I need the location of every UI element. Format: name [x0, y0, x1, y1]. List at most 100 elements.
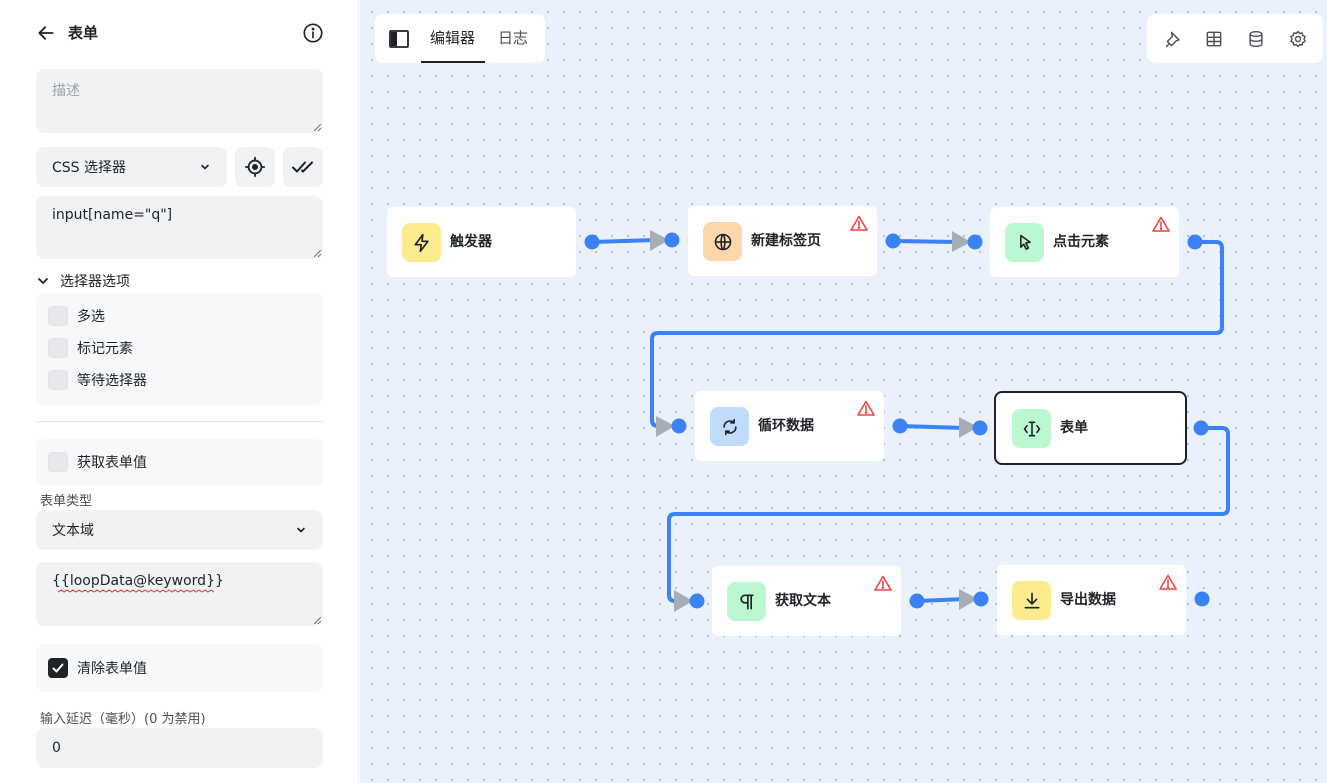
divider	[36, 421, 323, 422]
get-form-value-label: 获取表单值	[77, 455, 147, 471]
edge-gettext-export	[915, 597, 968, 603]
node-export-data[interactable]: 导出数据	[997, 565, 1186, 635]
selector-options-panel: 多选 标记元素 等待选择器	[36, 293, 323, 405]
edge-arrow	[674, 590, 693, 612]
node-icon-bg	[1005, 223, 1044, 262]
option-mark-element[interactable]: 标记元素	[48, 337, 133, 359]
option-label: 标记元素	[77, 341, 133, 357]
edge-arrow	[959, 417, 978, 438]
cursor-icon	[1019, 234, 1031, 250]
text-cursor-icon	[1023, 421, 1040, 436]
handle-out	[909, 593, 925, 609]
editor-tabs: 编辑器 日志	[375, 14, 545, 63]
tab-log[interactable]: 日志	[498, 29, 529, 47]
chevron-down-icon	[201, 164, 209, 170]
node-label: 触发器	[450, 234, 492, 250]
node-icon-bg	[727, 582, 766, 621]
handle-out	[892, 418, 908, 434]
handle-out	[1194, 591, 1210, 607]
warning-icon	[1152, 216, 1170, 232]
node-new-tab[interactable]: 新建标签页	[688, 206, 877, 276]
tab-editor[interactable]: 编辑器	[430, 29, 476, 47]
checkbox[interactable]	[48, 306, 68, 326]
option-wait-selector[interactable]: 等待选择器	[48, 369, 147, 391]
pin-icon[interactable]	[1164, 29, 1184, 49]
node-form[interactable]: 表单	[994, 391, 1187, 465]
crosshair-icon	[244, 156, 266, 178]
clear-form-value-checkbox[interactable]: 清除表单值	[48, 657, 147, 679]
node-label: 新建标签页	[751, 233, 821, 249]
edge-arrow	[952, 231, 971, 252]
chevron-down-icon	[297, 527, 305, 533]
form-type-label: 表单类型	[40, 494, 93, 509]
refresh-icon	[722, 418, 737, 435]
handle-in	[689, 593, 705, 609]
edge-trigger-newtab	[590, 238, 658, 244]
arrow-left-icon[interactable]	[36, 23, 56, 43]
form-type-select[interactable]: 文本域	[36, 510, 323, 550]
workflow-canvas[interactable]: 编辑器 日志	[360, 0, 1327, 783]
handle-in	[967, 234, 983, 250]
check-icon	[52, 663, 64, 673]
handle-out	[584, 234, 600, 250]
settings-icon[interactable]	[1288, 29, 1308, 49]
warning-icon	[857, 400, 875, 416]
warning-icon	[1159, 574, 1177, 590]
node-icon-bg	[703, 222, 742, 261]
option-label: 等待选择器	[77, 373, 147, 389]
handle-out	[885, 233, 901, 249]
node-icon-bg	[402, 223, 441, 262]
edge-arrow	[959, 589, 978, 610]
active-tab-indicator	[421, 61, 485, 63]
node-label: 表单	[1060, 420, 1088, 436]
node-label: 导出数据	[1060, 592, 1116, 608]
input-delay-field[interactable]	[36, 728, 323, 768]
input-delay-label: 输入延迟（毫秒）(0 为禁用)	[40, 712, 206, 727]
warning-icon	[874, 575, 892, 591]
sidebar-toggle-icon[interactable]	[388, 28, 410, 50]
selector-type-value: CSS 选择器	[52, 160, 126, 176]
checkbox-checked[interactable]	[48, 658, 68, 678]
edge-arrow	[650, 230, 669, 251]
checkbox[interactable]	[48, 452, 68, 472]
description-input[interactable]	[36, 69, 323, 133]
node-label: 点击元素	[1053, 234, 1109, 250]
info-icon[interactable]	[302, 22, 324, 44]
handle-in	[973, 591, 989, 607]
globe-icon	[714, 233, 731, 250]
checkbox[interactable]	[48, 370, 68, 390]
node-label: 循环数据	[758, 418, 814, 434]
edge-arrow	[656, 416, 675, 437]
form-type-value: 文本域	[52, 523, 94, 539]
selector-input[interactable]: input[name="q"]	[36, 196, 323, 259]
handle-out	[1187, 234, 1203, 250]
download-icon	[1023, 592, 1039, 608]
verify-selector-button[interactable]	[283, 147, 323, 187]
table-icon[interactable]	[1204, 29, 1224, 49]
selector-options-label: 选择器选项	[60, 274, 130, 290]
get-form-value-checkbox[interactable]: 获取表单值	[48, 451, 147, 473]
node-icon-bg	[710, 407, 749, 446]
checkbox[interactable]	[48, 338, 68, 358]
pick-element-button[interactable]	[235, 147, 275, 187]
edge-newtab-click	[891, 239, 960, 244]
bolt-icon	[414, 233, 429, 252]
double-check-icon	[292, 161, 313, 173]
handle-in	[972, 420, 988, 436]
node-loop-data[interactable]: 循环数据	[695, 391, 884, 461]
database-icon[interactable]	[1246, 29, 1266, 49]
selector-type-select[interactable]: CSS 选择器	[36, 147, 227, 187]
canvas-toolbar	[1147, 14, 1323, 63]
node-get-text[interactable]: 获取文本	[712, 566, 901, 636]
form-value-input[interactable]: {{loopData@keyword}}	[36, 562, 323, 626]
paragraph-icon	[739, 594, 754, 609]
option-multiple[interactable]: 多选	[48, 305, 105, 327]
warning-icon	[850, 215, 868, 231]
selector-options-toggle[interactable]: 选择器选项	[36, 270, 130, 292]
option-label: 多选	[77, 309, 105, 325]
clear-form-value-row: 清除表单值	[36, 644, 323, 692]
chevron-down-icon	[38, 278, 48, 284]
node-trigger[interactable]: 触发器	[387, 207, 576, 277]
node-click-element[interactable]: 点击元素	[990, 207, 1179, 277]
handle-in	[671, 418, 687, 434]
